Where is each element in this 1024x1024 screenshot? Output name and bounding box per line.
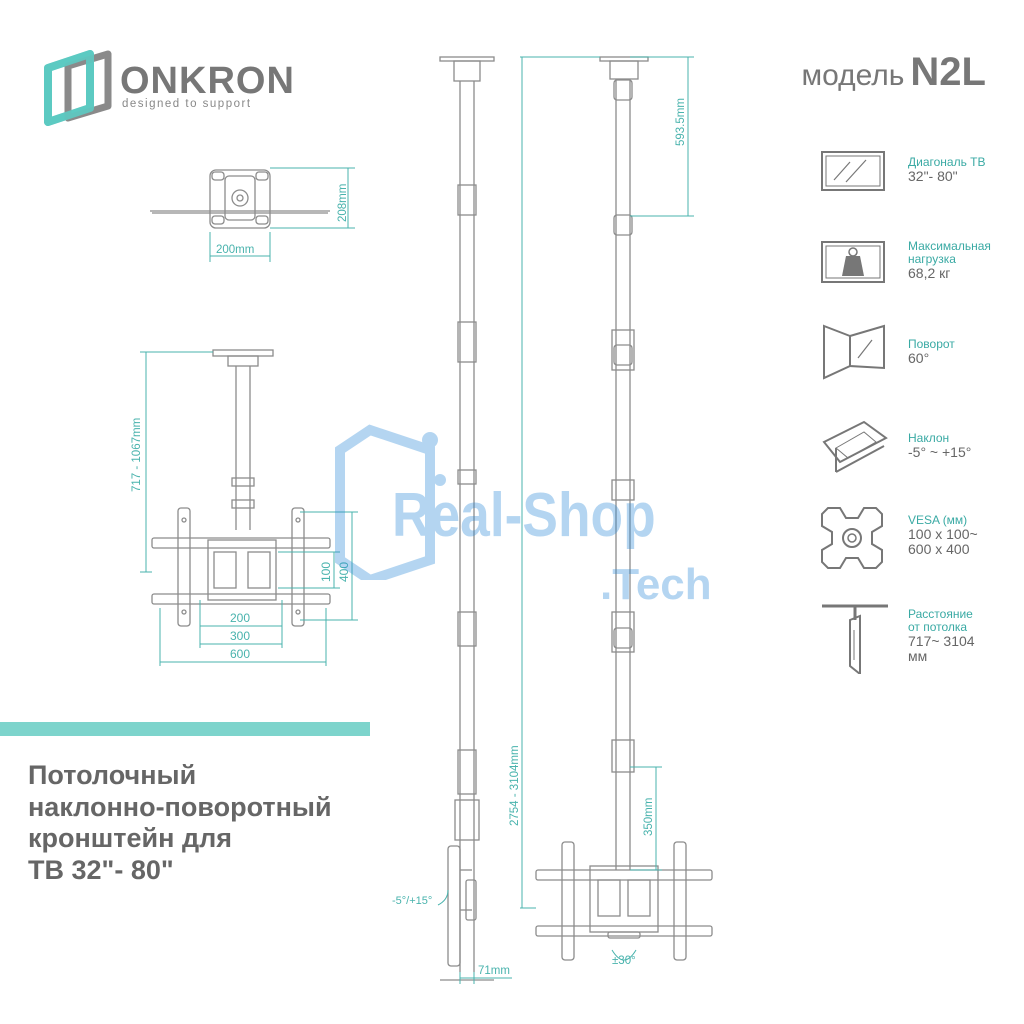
dim-vesa-200: 200 (230, 611, 250, 625)
tall-front-view (535, 56, 713, 961)
spec-tilt: Наклон -5° ~ +15° (908, 432, 971, 460)
ceiling-distance-icon (822, 604, 888, 674)
dim-top-width: 200mm (216, 244, 254, 256)
model-prefix: модель (801, 59, 905, 92)
swivel-icon (823, 324, 885, 380)
side-view (439, 56, 495, 981)
watermark-icon (335, 424, 446, 580)
spec-ceiling-value: 717~ 3104 мм (908, 633, 975, 664)
spec-vesa: VESA (мм) 100 x 100~ 600 x 400 (908, 514, 994, 557)
spec-vesa-value: 100 x 100~ 600 x 400 (908, 526, 978, 557)
dim-tube-lower: 350mm (643, 798, 655, 836)
dim-drop-range: 717 - 1067mm (131, 418, 143, 492)
dim-tube-upper: 593.5mm (675, 98, 687, 146)
spec-swivel-label: Поворот (908, 337, 955, 351)
spec-weight-label: Максимальная нагрузка (908, 239, 991, 266)
dim-swivel: ±30° (612, 955, 636, 967)
spec-swivel: Поворот 60° (908, 338, 955, 366)
spec-diagonal-value: 32"- 80" (908, 168, 958, 184)
onkron-logo-icon (44, 50, 112, 126)
spec-tilt-label: Наклон (908, 431, 950, 445)
dim-top-height: 208mm (337, 184, 349, 222)
spec-weight-value: 68,2 кг (908, 265, 951, 281)
title-line-1: Потолочный (28, 760, 197, 790)
title-line-4: ТВ 32"- 80" (28, 854, 174, 885)
dim-vesa-400: 400 (337, 562, 351, 582)
title-line-2: наклонно-поворотный (28, 791, 332, 822)
tilt-icon (822, 420, 888, 473)
dim-vesa-600: 600 (230, 647, 250, 661)
dim-depth: 71mm (478, 965, 510, 977)
accent-bar (0, 722, 370, 736)
model-name: N2L (910, 50, 986, 94)
dim-vesa-100: 100 (319, 562, 333, 582)
vesa-icon (821, 507, 883, 569)
spec-ceiling-label: Расстояние от потолка (908, 607, 973, 634)
top-view (150, 169, 330, 229)
spec-diagonal: Диагональ ТВ 32"- 80" (908, 156, 986, 184)
dim-vesa-300: 300 (230, 629, 250, 643)
spec-swivel-value: 60° (908, 350, 930, 366)
title-line-3: кронштейн для (28, 823, 233, 853)
brand-name: ONKRON (120, 60, 295, 102)
spec-weight: Максимальная нагрузка 68,2 кг (908, 240, 1000, 281)
spec-diagonal-label: Диагональ ТВ (908, 155, 986, 169)
spec-tilt-value: -5° ~ +15° (908, 444, 972, 460)
spec-ceiling-distance: Расстояние от потолка 717~ 3104 мм (908, 608, 988, 664)
dim-tilt-range: -5°/+15° (392, 895, 432, 907)
weight-icon (821, 241, 885, 283)
front-view (151, 349, 331, 627)
brand-tagline: designed to support (122, 98, 252, 110)
product-title: Потолочный наклонно-поворотный кронштейн… (28, 760, 332, 886)
dim-total-range: 2754 - 3104mm (509, 745, 521, 826)
spec-vesa-label: VESA (мм) (908, 513, 968, 527)
watermark: Real-Shop .Tech (330, 420, 720, 620)
watermark-line2: .Tech (600, 560, 712, 609)
tv-diagonal-icon (821, 151, 885, 191)
watermark-line1: Real-Shop (392, 481, 656, 550)
